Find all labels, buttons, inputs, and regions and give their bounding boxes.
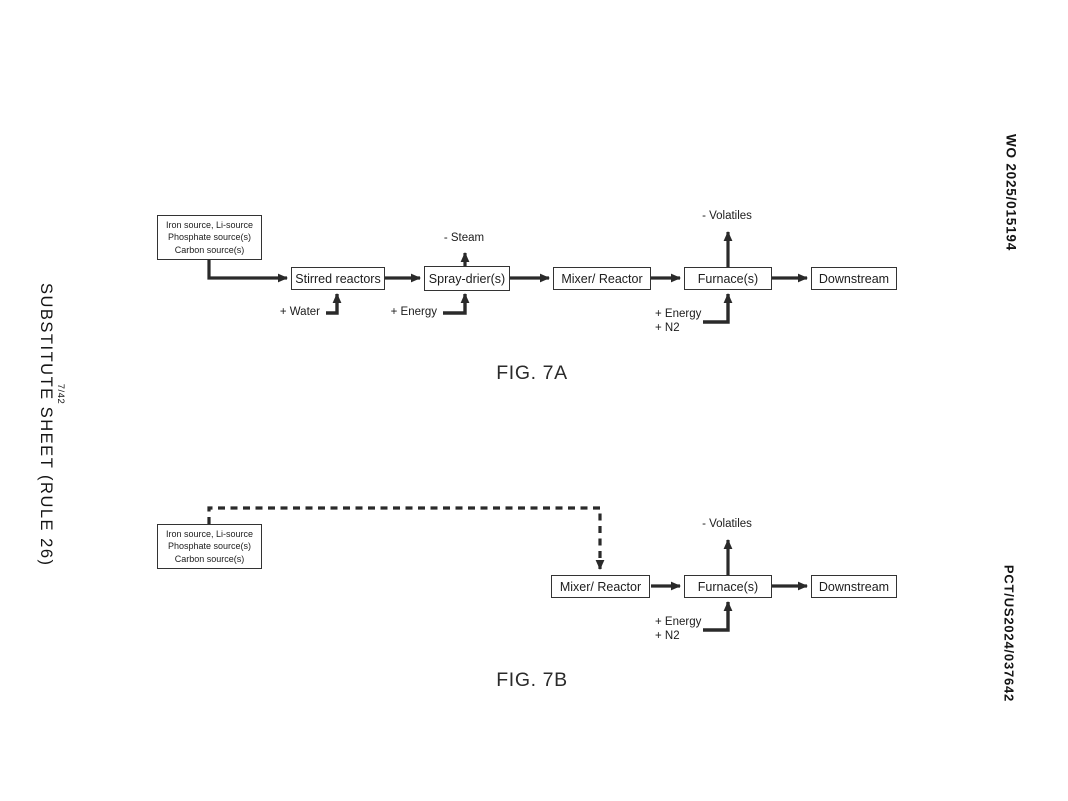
fig7b-label-n2: + N2	[655, 630, 680, 642]
fig7a-arrow-water-in	[326, 293, 342, 315]
application-number: PCT/US2024/037642	[1001, 564, 1017, 703]
fig7a-arrow-energy-in-spray	[443, 293, 470, 315]
fig7a-label-energy-n2: + Energy + N2	[655, 307, 701, 335]
fig7a-source-line2: Phosphate source(s)	[167, 232, 252, 243]
substitute-sheet-label: SUBSTITUTE SHEET (RULE 26)	[37, 283, 55, 567]
publication-number: WO 2025/015194	[1003, 133, 1019, 252]
fig7a-box-spray-driers: Spray-drier(s)	[424, 266, 510, 291]
fig7b-box-mixer-reactor: Mixer/ Reactor	[551, 575, 650, 598]
fig7a-label-n2: + N2	[655, 322, 680, 334]
fig7a-box-source: Iron source, Li-source Phosphate source(…	[157, 215, 262, 260]
fig7b-box-furnaces: Furnace(s)	[684, 575, 772, 598]
fig7b-caption: FIG. 7B	[496, 669, 568, 691]
fig7b-source-line1: Iron source, Li-source	[165, 529, 254, 540]
fig7b-dashed-arrow-source-to-mixer	[207, 506, 605, 570]
fig7a-box-furnaces: Furnace(s)	[684, 267, 772, 290]
fig7a-box-mixer-reactor: Mixer/ Reactor	[553, 267, 651, 290]
fig7a-arrow-energy-n2-in-furnace	[703, 293, 733, 324]
fig7a-box-downstream: Downstream	[811, 267, 897, 290]
fig7a-source-line1: Iron source, Li-source	[165, 220, 254, 231]
fig7a-label-energy-furnace: + Energy	[655, 308, 702, 320]
fig7a-label-volatiles: - Volatiles	[702, 210, 752, 222]
fig7a-caption: FIG. 7A	[496, 362, 568, 384]
fig7a-label-water: + Water	[279, 306, 320, 318]
fig7b-source-line2: Phosphate source(s)	[167, 541, 252, 552]
fig7a-source-line3: Carbon source(s)	[174, 244, 245, 255]
fig7b-source-line3: Carbon source(s)	[174, 553, 245, 564]
fig7b-box-source: Iron source, Li-source Phosphate source(…	[157, 524, 262, 569]
fig7b-label-energy-furnace: + Energy	[655, 616, 702, 628]
sheet-number: 7/42	[55, 383, 66, 405]
fig7b-label-energy-n2: + Energy + N2	[655, 615, 701, 643]
fig7b-box-downstream: Downstream	[811, 575, 897, 598]
fig7a-box-stirred-reactors: Stirred reactors	[291, 267, 385, 290]
fig7a-arrow-source-to-stirred	[207, 260, 288, 283]
fig7a-label-steam: - Steam	[443, 232, 485, 244]
fig7a-label-energy-spray: + Energy	[390, 306, 437, 318]
fig7b-arrow-energy-n2-in-furnace	[703, 601, 733, 632]
fig7b-label-volatiles: - Volatiles	[702, 518, 752, 530]
